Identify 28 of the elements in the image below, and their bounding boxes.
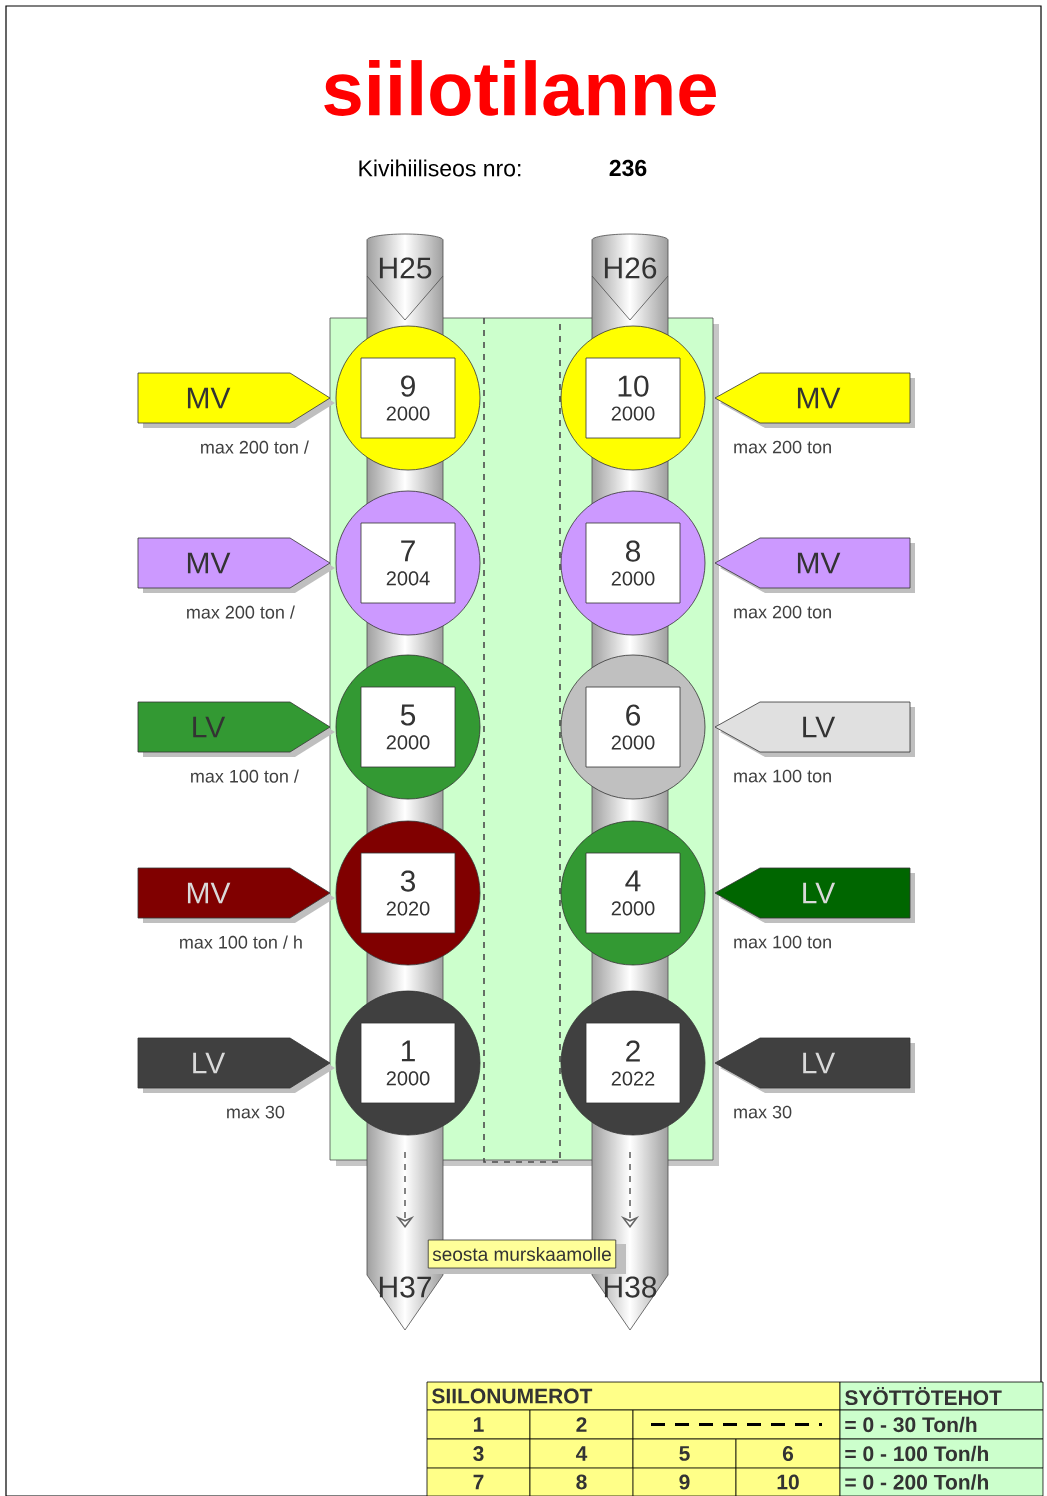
capacity-label: max 200 ton	[734, 605, 831, 619]
capacity-label: max 30	[227, 1105, 285, 1119]
table-cell: 3	[426, 1438, 531, 1469]
capacity-label: max 200 ton	[734, 440, 831, 454]
table-cell: 9	[632, 1467, 737, 1496]
table-cell: 4	[529, 1438, 634, 1469]
table-cell: = 0 - 100 Ton/h	[839, 1438, 1044, 1469]
table-cell: 5	[632, 1438, 737, 1469]
table-cell: SYÖTTÖTEHOT	[839, 1381, 1044, 1411]
table-cell: 8	[529, 1467, 634, 1496]
capacity-label: max 200 ton /	[201, 440, 309, 454]
table-cell: 1	[426, 1409, 531, 1440]
table-cell: = 0 - 30 Ton/h	[839, 1409, 1044, 1440]
capacity-label: max 200 ton /	[187, 605, 295, 619]
table-cell: 2	[529, 1409, 634, 1440]
mix-number: 236	[609, 159, 647, 177]
capacity-label: max 100 ton	[734, 935, 831, 949]
capacity-label: max 100 ton /	[191, 769, 299, 783]
table-cell: 6	[735, 1438, 841, 1469]
table-cell: 7	[426, 1467, 531, 1496]
field-label: Kivihiiliseos nro:	[359, 159, 521, 177]
table-cell: = 0 - 200 Ton/h	[839, 1467, 1044, 1496]
note-box: seosta murskaamolle	[427, 1239, 626, 1274]
capacity-label: max 30	[734, 1105, 792, 1119]
capacity-label: max 100 ton	[734, 769, 831, 783]
title: siilotilanne	[324, 60, 716, 116]
table-cell: 10	[735, 1467, 841, 1496]
capacity-label: max 100 ton / h	[180, 935, 302, 949]
